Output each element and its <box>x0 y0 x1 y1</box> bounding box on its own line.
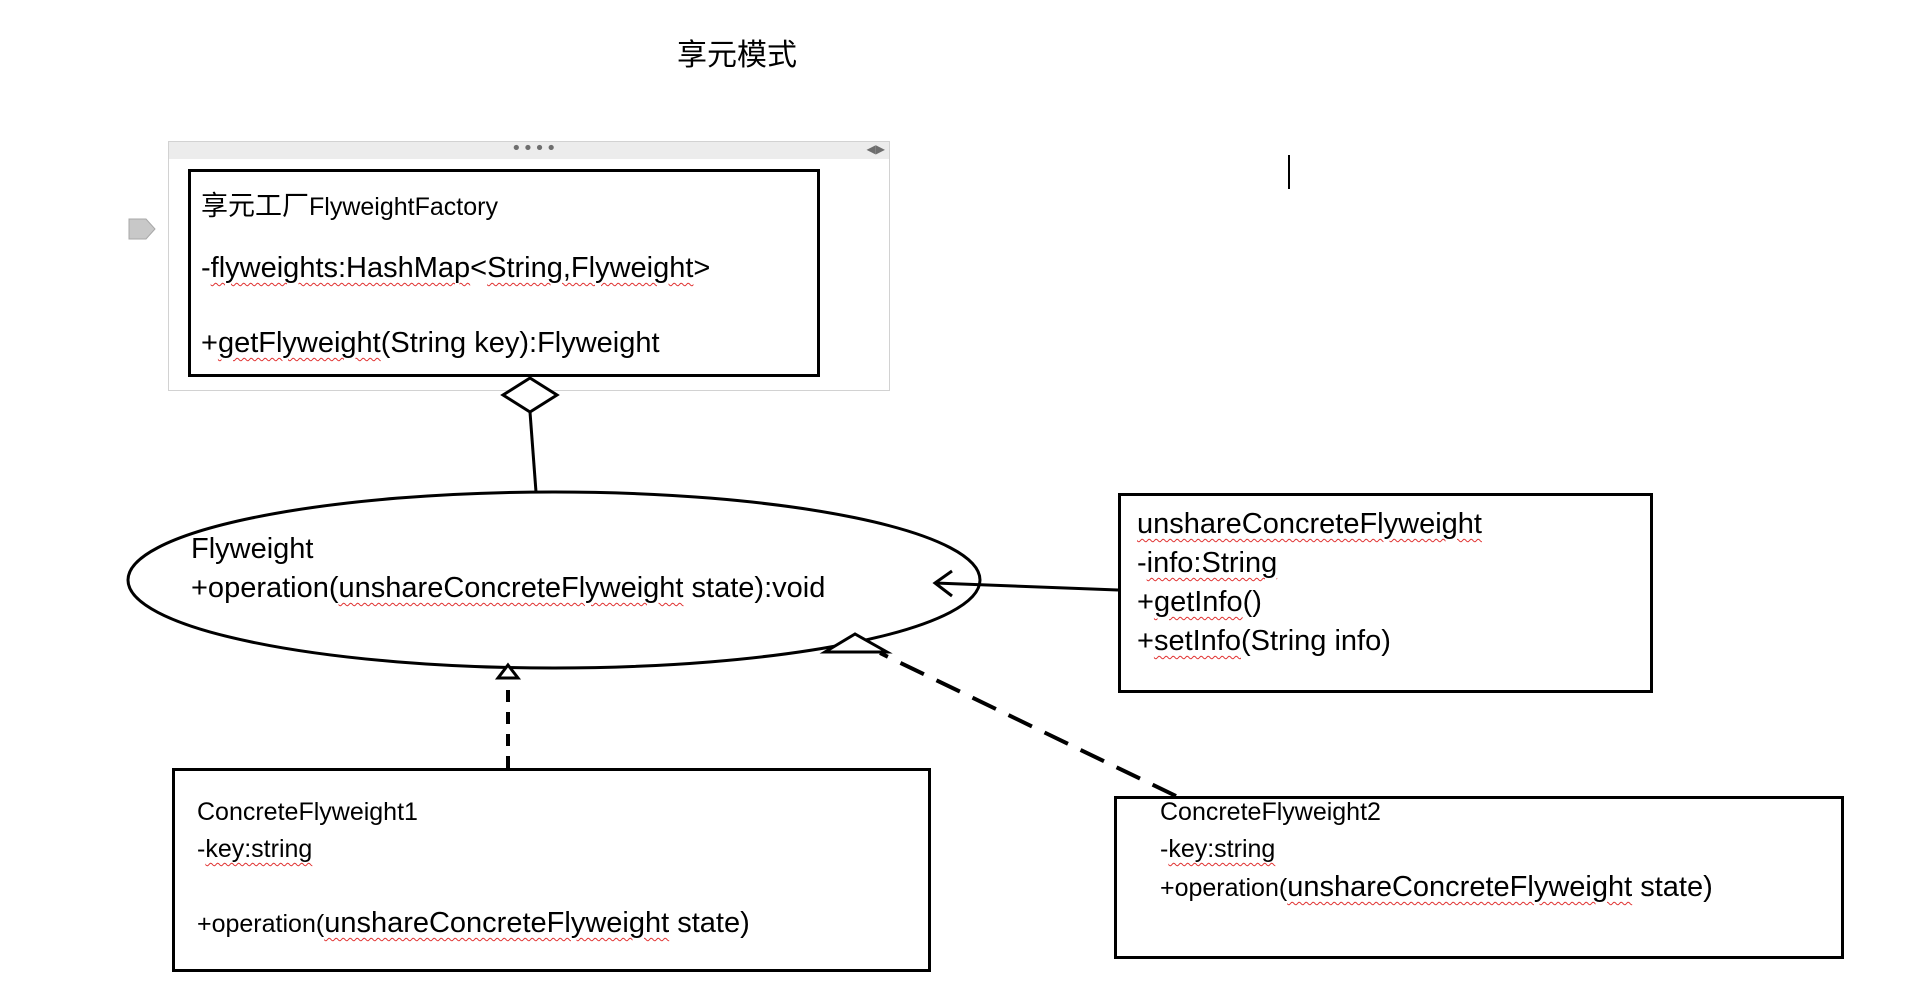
unshare-attr-prefix: - <box>1137 547 1147 579</box>
factory-title-en: FlyweightFactory <box>309 193 498 221</box>
cf1-attr-prefix: - <box>197 835 206 863</box>
unshare-class-name: unshareConcreteFlyweight <box>1137 508 1482 541</box>
getter-name: getInfo <box>1153 586 1243 618</box>
anchor-marker-icon[interactable] <box>128 218 156 240</box>
cf2-attribute: -key:string <box>1160 835 1275 864</box>
cf2-attr-prefix: - <box>1160 835 1169 863</box>
getter-rest: () <box>1242 586 1262 618</box>
aggregation-line <box>528 411 538 493</box>
factory-attribute: -flyweights:HashMap<String,Flyweight> <box>201 252 710 285</box>
cf2-op-param-type: unshareConcreteFlyweight <box>1287 871 1633 903</box>
cf2-op-rest: state) <box>1632 871 1713 903</box>
op-param-type: unshareConcreteFlyweight <box>338 572 684 604</box>
dependency-line <box>934 581 1119 592</box>
op-rest: state):void <box>683 572 826 604</box>
cf2-operation: +operation(unshareConcreteFlyweight stat… <box>1160 871 1713 904</box>
cf1-op-param-type: unshareConcreteFlyweight <box>324 907 670 939</box>
cf1-attr-text: key:string <box>205 835 313 863</box>
unshare-name-text: unshareConcreteFlyweight <box>1137 508 1482 540</box>
attr-name: flyweights:HashMap <box>210 252 471 284</box>
cf1-attribute: -key:string <box>197 835 312 864</box>
drag-handle-icon[interactable]: •••• <box>511 138 558 159</box>
aggregation-diamond <box>500 376 560 414</box>
cf1-operation: +operation(unshareConcreteFlyweight stat… <box>197 907 750 940</box>
method-prefix: + <box>201 327 218 359</box>
attr-prefix: - <box>201 252 211 284</box>
realization-arrowhead-1 <box>494 662 522 680</box>
dependency-arrowhead <box>932 569 953 598</box>
cf1-class-name: ConcreteFlyweight1 <box>197 798 418 826</box>
op-prefix: +operation( <box>191 572 339 604</box>
method-rest: (String key):Flyweight <box>380 327 660 359</box>
getter-prefix: + <box>1137 586 1154 618</box>
realization-line-2 <box>879 651 1177 798</box>
cf1-op-rest: state) <box>669 907 750 939</box>
unshare-concrete-flyweight-box[interactable]: unshareConcreteFlyweight -info:String +g… <box>1118 493 1653 693</box>
flyweight-factory-box[interactable]: 享元工厂FlyweightFactory -flyweights:HashMap… <box>188 169 820 377</box>
attr-generic: String,Flyweight <box>487 252 694 284</box>
diagram-title: 享元模式 <box>677 39 797 72</box>
setter-name: setInfo <box>1153 625 1241 657</box>
cf1-op-prefix: +operation( <box>197 910 325 938</box>
cf2-class-name: ConcreteFlyweight2 <box>1160 798 1381 826</box>
concrete-flyweight2-box[interactable]: ConcreteFlyweight2 -key:string +operatio… <box>1114 796 1844 959</box>
attr-lt: < <box>470 252 488 284</box>
cf2-attr-text: key:string <box>1168 835 1276 863</box>
setter-prefix: + <box>1137 625 1154 657</box>
attr-gt: > <box>693 252 711 284</box>
text-cursor <box>1288 155 1290 189</box>
unshare-attribute: -info:String <box>1137 547 1277 580</box>
flyweight-name: Flyweight <box>191 533 314 565</box>
frame-handle-bar[interactable]: •••• ◀▶ <box>169 138 889 159</box>
setter-rest: (String info) <box>1241 625 1391 657</box>
cf2-op-prefix: +operation( <box>1160 874 1288 902</box>
unshare-getter: +getInfo() <box>1137 586 1262 619</box>
flyweight-operation: +operation(unshareConcreteFlyweight stat… <box>191 572 825 605</box>
concrete-flyweight1-box[interactable]: ConcreteFlyweight1 -key:string +operatio… <box>172 768 931 972</box>
unshare-attr-text: info:String <box>1146 547 1278 579</box>
factory-title-zh: 享元工厂 <box>201 191 309 221</box>
unshare-setter: +setInfo(String info) <box>1137 625 1391 658</box>
method-name: getFlyweight <box>217 327 381 359</box>
factory-method: +getFlyweight(String key):Flyweight <box>201 327 660 360</box>
flyweight-ellipse <box>126 490 982 670</box>
realization-arrowhead-2 <box>819 632 893 654</box>
resize-arrows-icon[interactable]: ◀▶ <box>866 142 885 156</box>
factory-title: 享元工厂FlyweightFactory <box>201 184 498 223</box>
